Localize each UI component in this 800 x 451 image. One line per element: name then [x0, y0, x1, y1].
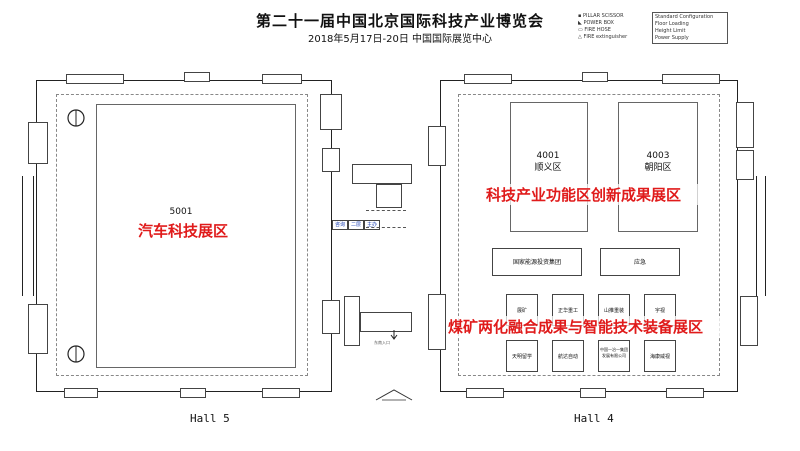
hall5-left-block-2 — [28, 304, 48, 354]
hall4-left-block-top — [428, 126, 446, 166]
hall5-bottom-door-left — [64, 388, 98, 398]
hall4-bottom-door-center — [580, 388, 606, 398]
booth-row2-2[interactable]: 航达自动 — [552, 340, 584, 372]
legend-spec-3: Height Limit — [655, 28, 686, 34]
hall4-bottom-door-right — [666, 388, 704, 398]
hall4-top-door-center — [582, 72, 608, 82]
hall5-label: Hall 5 — [190, 412, 230, 425]
hall4-right-block-mid — [736, 150, 754, 180]
zone-4001-name: 顺义区 — [534, 163, 562, 173]
page-title: 第二十一届中国北京国际科技产业博览会 — [255, 12, 544, 30]
venue-logo — [375, 389, 413, 401]
hall5-bottom-door-right — [262, 388, 300, 398]
zone-innovation-label: 科技产业功能区创新成果展区 — [486, 184, 716, 205]
hall4-bottom-door-left — [466, 388, 504, 398]
booth-row2-4[interactable]: 海康威视 — [644, 340, 676, 372]
booth-energy-group[interactable]: 国家能源投资集团 — [492, 248, 582, 276]
hall5-left-block-1 — [28, 122, 48, 164]
legend-item-extinguisher: △ FIRE extinguisher — [578, 34, 628, 40]
legend-left: ▪ PILLAR SCISSOR ◣ POWER BOX ▭ FIRE HOSE… — [578, 13, 648, 41]
hall4-top-door-left — [464, 74, 512, 84]
hall5-zone-5001[interactable] — [96, 104, 296, 368]
page-subtitle: 2018年5月17日-20日 中国国际展览中心 — [307, 34, 493, 45]
hall4-right-block-bottom — [740, 296, 758, 346]
arrow-down-icon — [390, 330, 398, 340]
hall4-zone-4001[interactable] — [510, 102, 588, 232]
service-second-floor: 二层 — [348, 220, 364, 230]
service-labels: 咨询二层主办 — [332, 220, 380, 230]
booth-row2-1[interactable]: 天明留学 — [506, 340, 538, 372]
service-consult: 咨询 — [332, 220, 348, 230]
hall4-left-block-bottom — [428, 294, 446, 350]
extinguisher-icon: △ — [578, 34, 582, 40]
hall5-right-block-bottom — [344, 296, 360, 346]
hall5-left-wall-segment — [22, 176, 34, 296]
hall5-bottom-door-center — [180, 388, 206, 398]
booth-emergency[interactable]: 应急 — [600, 248, 680, 276]
hall5-inner-boundary — [56, 94, 308, 376]
legend-item-pillar: ▪ PILLAR SCISSOR — [578, 13, 624, 19]
legend-spec-4: Power Supply — [655, 35, 689, 41]
hall5-lobby-top — [352, 164, 412, 184]
corridor-dash — [366, 210, 406, 228]
hall4-zone-4003[interactable] — [618, 102, 698, 232]
hall4-label: Hall 4 — [574, 412, 614, 425]
hall5-top-door-right — [262, 74, 302, 84]
connector-corridor — [360, 312, 412, 332]
hall4-right-block-top — [736, 102, 754, 148]
legend-right: Standard Configuration Floor Loading Hei… — [652, 12, 728, 44]
legend-item-fire-hose: ▭ FIRE HOSE — [578, 27, 611, 33]
stair-icon — [67, 109, 85, 127]
hall5-right-block-2 — [322, 148, 340, 172]
hall4-right-wall-segment — [756, 176, 766, 296]
hall4-inner-boundary — [458, 94, 720, 376]
power-box-icon: ◣ — [578, 20, 582, 26]
service-organizer: 主办 — [364, 220, 380, 230]
hall5-top-door-left — [66, 74, 124, 84]
fire-hose-icon: ▭ — [578, 27, 583, 33]
legend-item-power: ◣ POWER BOX — [578, 20, 614, 26]
hall5-top-door-center — [184, 72, 210, 82]
legend-spec-1: Standard Configuration — [655, 14, 714, 20]
booth-row2-3[interactable]: 中国一冶一集团发展有限公司 — [598, 340, 630, 372]
zone-5001-number: 5001 — [169, 207, 193, 217]
zone-auto-tech-label: 汽车科技展区 — [138, 222, 229, 240]
hall5-right-block-top — [320, 94, 342, 130]
zone-coal-label: 煤矿两化融合成果与智能技术装备展区 — [448, 316, 728, 337]
hall5-corridor-block — [376, 184, 402, 208]
zone-4001-number: 4001 — [536, 151, 560, 161]
hall4-top-door-right — [662, 74, 720, 84]
legend-spec-2: Floor Loading — [655, 21, 689, 27]
pillar-icon: ▪ — [578, 13, 582, 19]
hall5-right-block-3 — [322, 300, 340, 334]
zone-4003-name: 朝阳区 — [644, 163, 672, 173]
zone-4003-number: 4003 — [646, 151, 670, 161]
stair-icon — [67, 345, 85, 363]
entrance-label: 东南入口 — [374, 340, 390, 345]
